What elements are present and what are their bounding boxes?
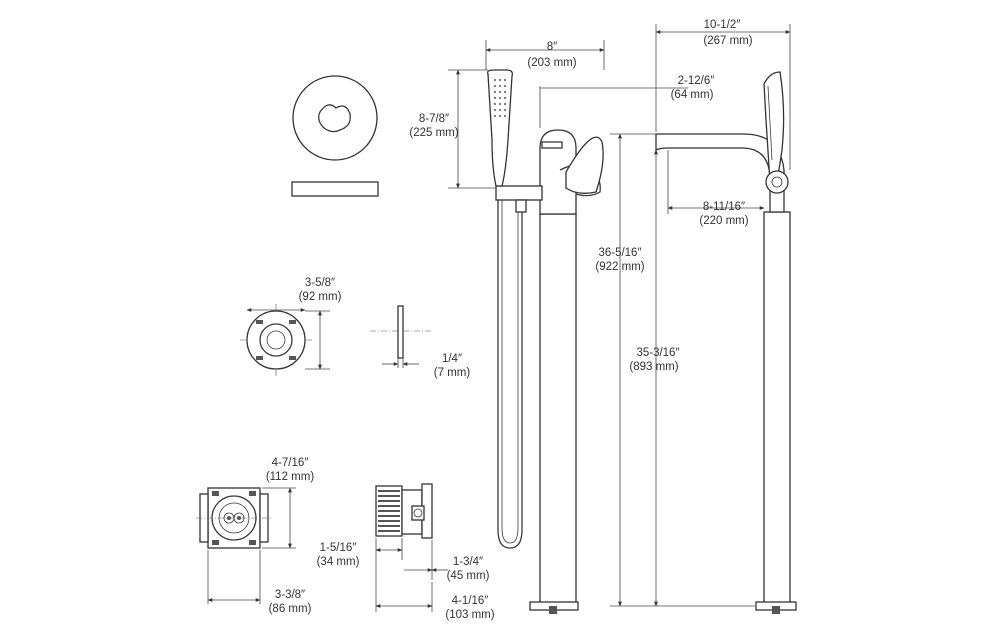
escutcheon-diameter-mm-label: (92 mm) xyxy=(299,291,342,303)
rough-valve-side-view xyxy=(375,483,433,539)
plate-side-view: 1/4″ (7 mm) xyxy=(370,305,471,379)
spout-reach-mm-label: (267 mm) xyxy=(703,35,752,47)
valve-width-mm-label: (86 mm) xyxy=(269,603,312,615)
valve-body-depth-label: 1-5/16″ xyxy=(320,542,357,554)
valve-depth-dimensions: 1-5/16″ (34 mm) 1-3/4″ (45 mm) 4-1/16″ (… xyxy=(317,538,495,621)
handshower-height-label: 8-7/8″ xyxy=(419,113,449,125)
valve-height-label: 4-7/16″ xyxy=(272,457,309,469)
plate-thickness-label: 1/4″ xyxy=(442,353,462,365)
valve-width-label: 3-3/8″ xyxy=(275,589,305,601)
spout-depth-mm-label: (220 mm) xyxy=(699,215,748,227)
overall-height-mm-label: (922 mm) xyxy=(595,261,644,273)
spout-reach-label: 10-1/2″ xyxy=(704,19,741,31)
plate-thickness-mm-label: (7 mm) xyxy=(434,367,471,379)
valve-height-mm-label: (112 mm) xyxy=(266,471,315,483)
valve-extension-label: 1-3/4″ xyxy=(453,556,483,568)
rough-valve-front-view xyxy=(196,487,272,549)
faucet-side-view xyxy=(655,71,797,614)
overall-height-label: 36-5/16″ xyxy=(598,247,641,259)
spout-height-mm-label: (893 mm) xyxy=(629,361,678,373)
escutcheon-side-view xyxy=(291,181,379,197)
spout-depth-label: 8-11/16″ xyxy=(703,201,745,213)
escutcheon-diameter-label: 3-5/8″ xyxy=(305,277,335,289)
faucet-front-view xyxy=(486,69,604,614)
escutcheon-front-view xyxy=(292,75,378,161)
flange-width-label: 8″ xyxy=(547,41,557,53)
handshower-height-mm-label: (225 mm) xyxy=(409,127,458,139)
side-view-dimensions: 10-1/2″ (267 mm) 2-12/6″ (64 mm) 8-11/16… xyxy=(595,19,791,607)
column-offset-mm-label: (64 mm) xyxy=(671,89,714,101)
valve-width-dimension: 3-3/8″ (86 mm) xyxy=(207,550,312,615)
spout-height-label: 35-3/16″ xyxy=(636,347,679,359)
column-offset-label: 2-12/6″ xyxy=(678,75,715,87)
valve-body-depth-mm-label: (34 mm) xyxy=(317,556,360,568)
mounting-plate-front-view xyxy=(240,304,312,376)
escutcheon-diameter-dimension: 3-5/8″ (92 mm) xyxy=(246,277,342,370)
valve-total-depth-label: 4-1/16″ xyxy=(452,595,489,607)
front-view-dimensions: 8″ (203 mm) 8-7/8″ (225 mm) xyxy=(409,40,688,189)
flange-width-mm-label: (203 mm) xyxy=(527,57,576,69)
valve-total-depth-mm-label: (103 mm) xyxy=(445,609,494,621)
valve-extension-mm-label: (45 mm) xyxy=(447,570,490,582)
valve-height-dimension: 4-7/16″ (112 mm) xyxy=(262,457,315,549)
